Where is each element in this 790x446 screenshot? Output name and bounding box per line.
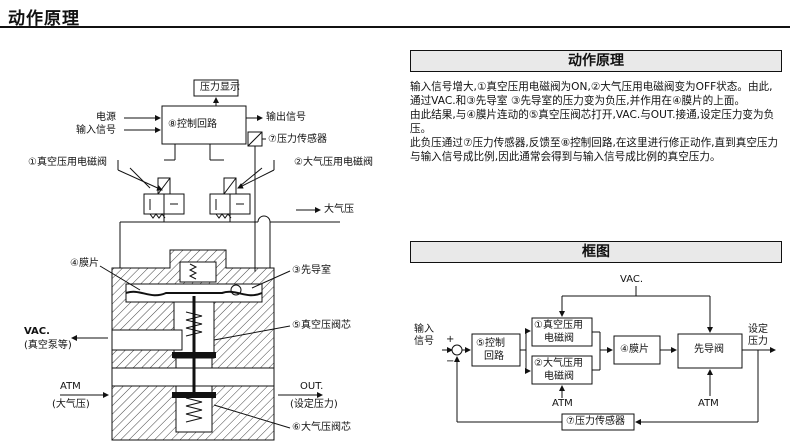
control-label-1: ⑤控制 (476, 338, 505, 349)
pressure-display-box (193, 79, 239, 97)
pressure-display-label: 压力显示 (200, 82, 240, 93)
output-signal-label: 输出信号 (266, 112, 306, 123)
principle-paragraph-3: 此负压通过⑦压力传感器,反馈至⑧控制回路,在这里进行修正动作,直到真空压力与输入… (410, 137, 779, 163)
atm-right-label: ATM (698, 398, 719, 409)
pilot-block-label: 先导阀 (694, 344, 724, 355)
diaphragm-block-label: ④膜片 (620, 344, 649, 355)
diaphragm-label: ④膜片 (70, 258, 99, 269)
vac-port-label: VAC. (24, 326, 50, 337)
input-label-1: 输入 (414, 324, 434, 335)
schematic-diagram (60, 79, 340, 441)
atmosphere-label: 大气压 (324, 204, 354, 215)
principle-text: 输入信号增大,①真空压用电磁阀为ON,②大气压用电磁阀变为OFF状态。由此,通过… (410, 80, 782, 164)
principle-heading: 动作原理 (410, 50, 782, 72)
principle-paragraph-1: 输入信号增大,①真空压用电磁阀为ON,②大气压用电磁阀变为OFF状态。由此,通过… (410, 81, 773, 107)
out-port-label: OUT. (300, 381, 324, 392)
power-label: 电源 (96, 112, 116, 123)
control-circuit-label: ⑧控制回路 (168, 119, 217, 130)
plus-sign: + (446, 334, 455, 345)
out-port-sub-label: (设定压力) (290, 399, 338, 410)
input-label-2: 信号 (414, 336, 434, 347)
atm-port-label: ATM (60, 381, 81, 392)
principle-paragraph-2: 由此结果,与④膜片连动的⑤真空压阀芯打开,VAC.与OUT.接通,设定压力变为负… (410, 109, 775, 135)
sensor-block-label: ⑦压力传感器 (566, 416, 625, 427)
atm-valve-core-label: ⑥大气压阀芯 (292, 422, 351, 433)
pressure-sensor-label: ⑦压力传感器 (268, 134, 327, 145)
pilot-chamber-label: ③先导室 (292, 265, 331, 276)
valve1-label-2: 电磁阀 (544, 333, 574, 344)
control-label-2: 回路 (484, 351, 504, 362)
minus-sign: − (446, 356, 455, 367)
page-title: 动作原理 (8, 9, 80, 29)
valve2-label-2: 电磁阀 (544, 371, 574, 382)
valve1-label-1: ①真空压用 (534, 320, 583, 331)
atm-solenoid-valve (209, 177, 251, 219)
title-divider (0, 26, 790, 28)
vac-valve-core-label: ⑤真空压阀芯 (292, 320, 351, 331)
input-signal-label: 输入信号 (76, 125, 116, 136)
atm-valve-label: ②大气压用电磁阀 (294, 157, 373, 168)
vac-port-sub-label: (真空泵等) (24, 340, 72, 351)
output-label-2: 压力 (748, 336, 768, 347)
output-label-1: 设定 (748, 324, 768, 335)
vac-label: VAC. (620, 274, 644, 285)
block-diagram-heading: 框图 (410, 241, 782, 263)
atm-left-label: ATM (552, 398, 573, 409)
valve2-label-1: ②大气压用 (534, 358, 583, 369)
vacuum-valve-label: ①真空压用电磁阀 (28, 157, 107, 168)
valve-body (111, 249, 275, 441)
control-circuit-box (161, 105, 247, 145)
atm-port-sub-label: (大气压) (52, 399, 90, 410)
